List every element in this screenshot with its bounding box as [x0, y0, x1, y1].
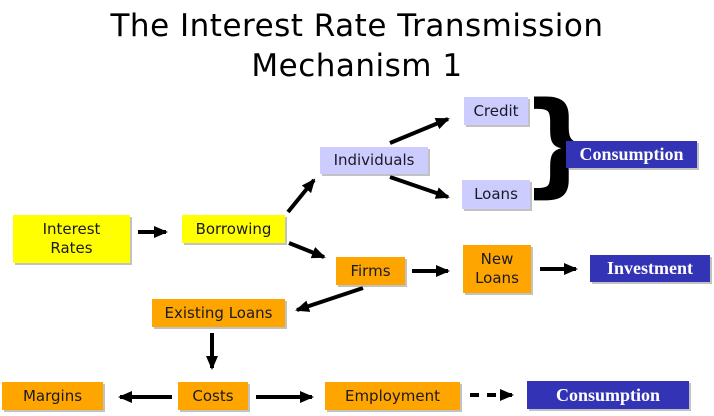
- node-loans: Loans: [462, 180, 530, 209]
- arrow-individuals-to-loans: [389, 175, 450, 199]
- arrow-individuals-to-credit: [389, 117, 450, 145]
- node-individuals: Individuals: [320, 147, 428, 174]
- arrow-firms-to-existing-loans: [295, 286, 364, 312]
- node-employment: Employment: [325, 382, 460, 410]
- node-existing-loans: Existing Loans: [152, 299, 285, 327]
- node-borrowing: Borrowing: [182, 215, 285, 243]
- node-consumption-top: Consumption: [566, 141, 697, 168]
- node-costs: Costs: [178, 382, 248, 410]
- node-new-loans: New Loans: [463, 245, 531, 293]
- brace-connector: }: [520, 79, 600, 209]
- node-firms: Firms: [336, 257, 405, 285]
- arrow-borrowing-to-firms: [288, 241, 326, 259]
- node-margins: Margins: [2, 382, 103, 410]
- node-consumption-bottom: Consumption: [527, 381, 689, 409]
- arrow-borrowing-to-individuals: [286, 178, 316, 214]
- node-interest-rates: Interest Rates: [13, 215, 130, 263]
- slide-title: The Interest Rate Transmission Mechanism…: [110, 8, 604, 84]
- node-credit: Credit: [464, 97, 528, 125]
- node-investment: Investment: [590, 255, 710, 282]
